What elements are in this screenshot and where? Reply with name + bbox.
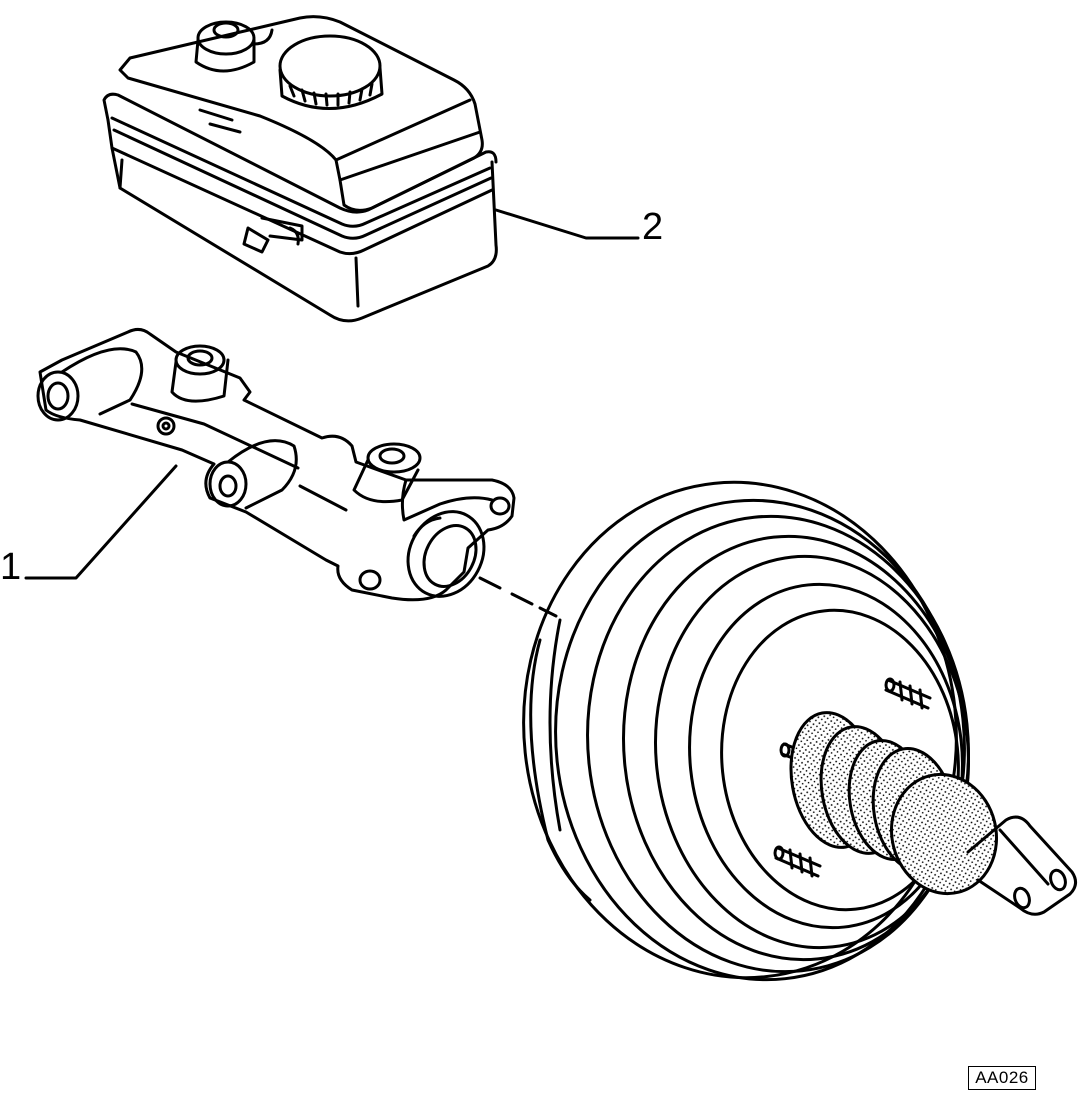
callout-number-1: 1 [0, 546, 22, 588]
assembly-axis-dashed [480, 578, 556, 616]
leader-line-1 [26, 466, 176, 578]
mounting-stud [886, 679, 930, 708]
brake-servo-booster [499, 461, 1075, 1000]
leader-line-2 [496, 210, 638, 238]
callout-number-2: 2 [642, 206, 664, 248]
pushrod-boot [781, 706, 1009, 905]
master-cylinder [38, 329, 514, 609]
mounting-stud [775, 847, 820, 876]
brake-fluid-reservoir [104, 17, 496, 321]
figure-reference-code: AA026 [968, 1066, 1036, 1090]
pushrod-clevis [968, 817, 1076, 914]
